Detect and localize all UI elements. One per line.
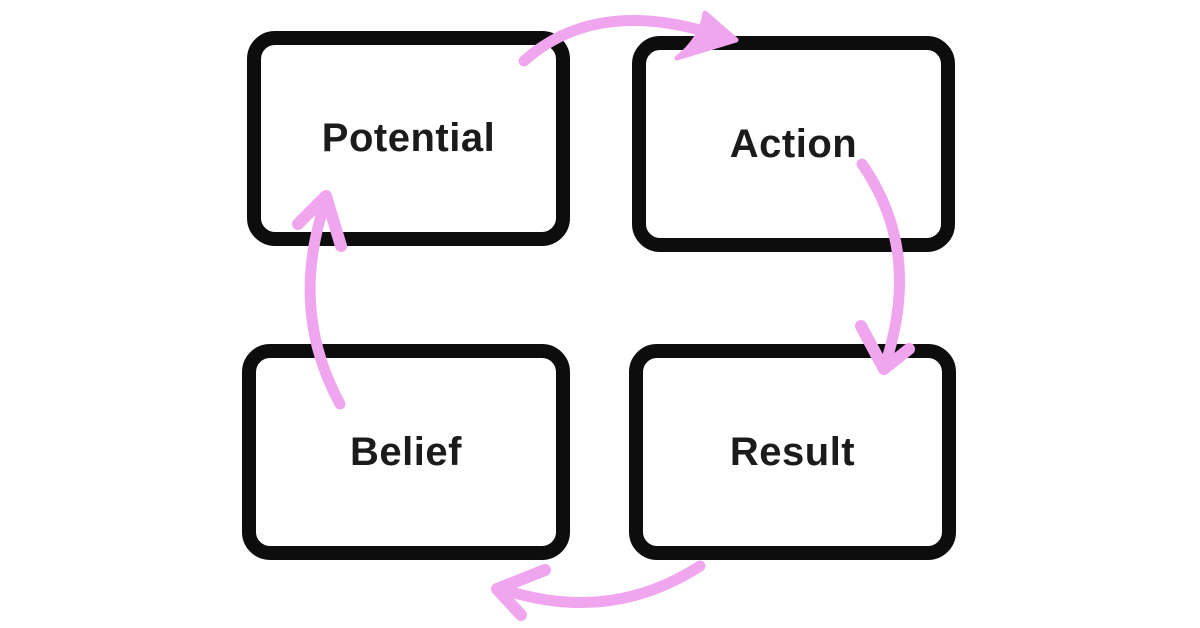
- node-result: Result: [629, 344, 956, 560]
- node-potential-label: Potential: [321, 116, 496, 160]
- node-potential: Potential: [247, 31, 570, 246]
- node-result-label: Result: [729, 429, 856, 474]
- arrowhead-left-icon: [491, 564, 551, 621]
- arrow-result-to-belief: [491, 560, 706, 621]
- node-action: Action: [632, 36, 955, 252]
- arrow-curve: [502, 560, 706, 608]
- node-belief-label: Belief: [350, 429, 462, 474]
- node-action-label: Action: [729, 121, 858, 166]
- node-belief: Belief: [242, 344, 570, 560]
